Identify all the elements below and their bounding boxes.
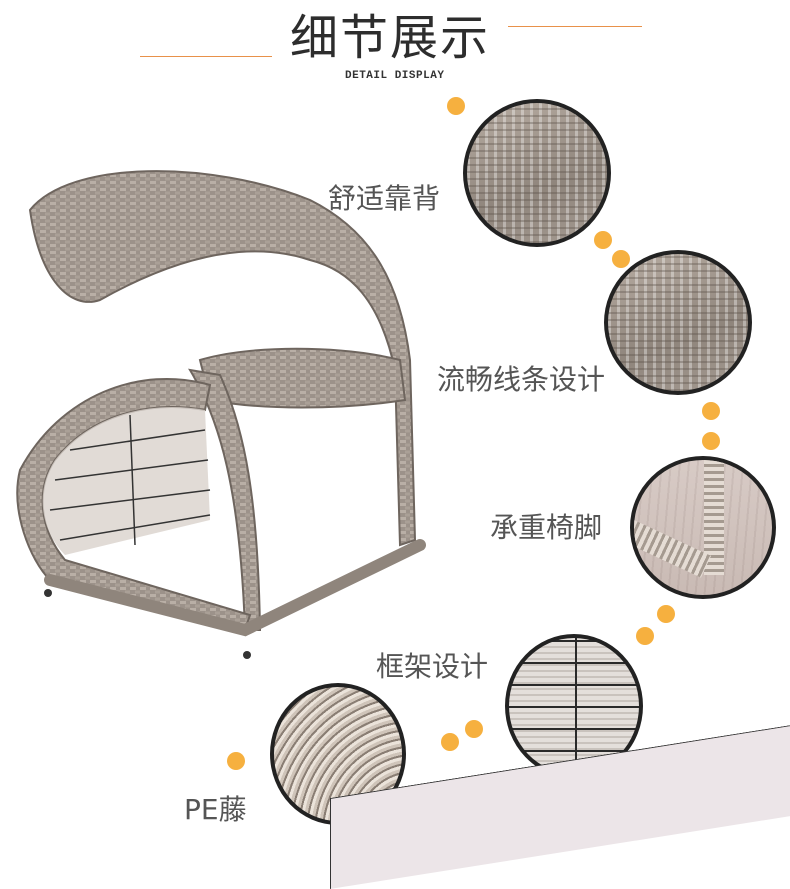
feature-label-frame: 框架设计 <box>376 650 489 683</box>
connector-dot <box>227 752 245 770</box>
connector-dot <box>657 605 675 623</box>
feature-label-legs: 承重椅脚 <box>490 511 603 544</box>
chair-leg-detail-image <box>630 456 776 599</box>
page-title: 细节展示 <box>290 10 491 66</box>
connector-dot <box>702 402 720 420</box>
title-rule-left <box>140 56 272 57</box>
chair-image <box>16 170 426 659</box>
connector-dot <box>465 720 483 738</box>
frame-detail-image <box>505 634 643 778</box>
feature-label-smooth-lines: 流畅线条设计 <box>437 363 606 396</box>
connector-dot <box>441 733 459 751</box>
feature-label-backrest: 舒适靠背 <box>328 182 441 215</box>
connector-dot <box>447 97 465 115</box>
backrest-detail-image <box>463 99 611 247</box>
page-subtitle: DETAIL DISPLAY <box>345 70 445 82</box>
connector-dot <box>636 627 654 645</box>
connector-dot <box>594 231 612 249</box>
feature-label-pe-rattan: PE藤 <box>184 793 247 826</box>
seat-edge-detail-image <box>604 250 752 395</box>
title-rule-right <box>508 26 642 27</box>
connector-dot <box>702 432 720 450</box>
connector-dot <box>612 250 630 268</box>
